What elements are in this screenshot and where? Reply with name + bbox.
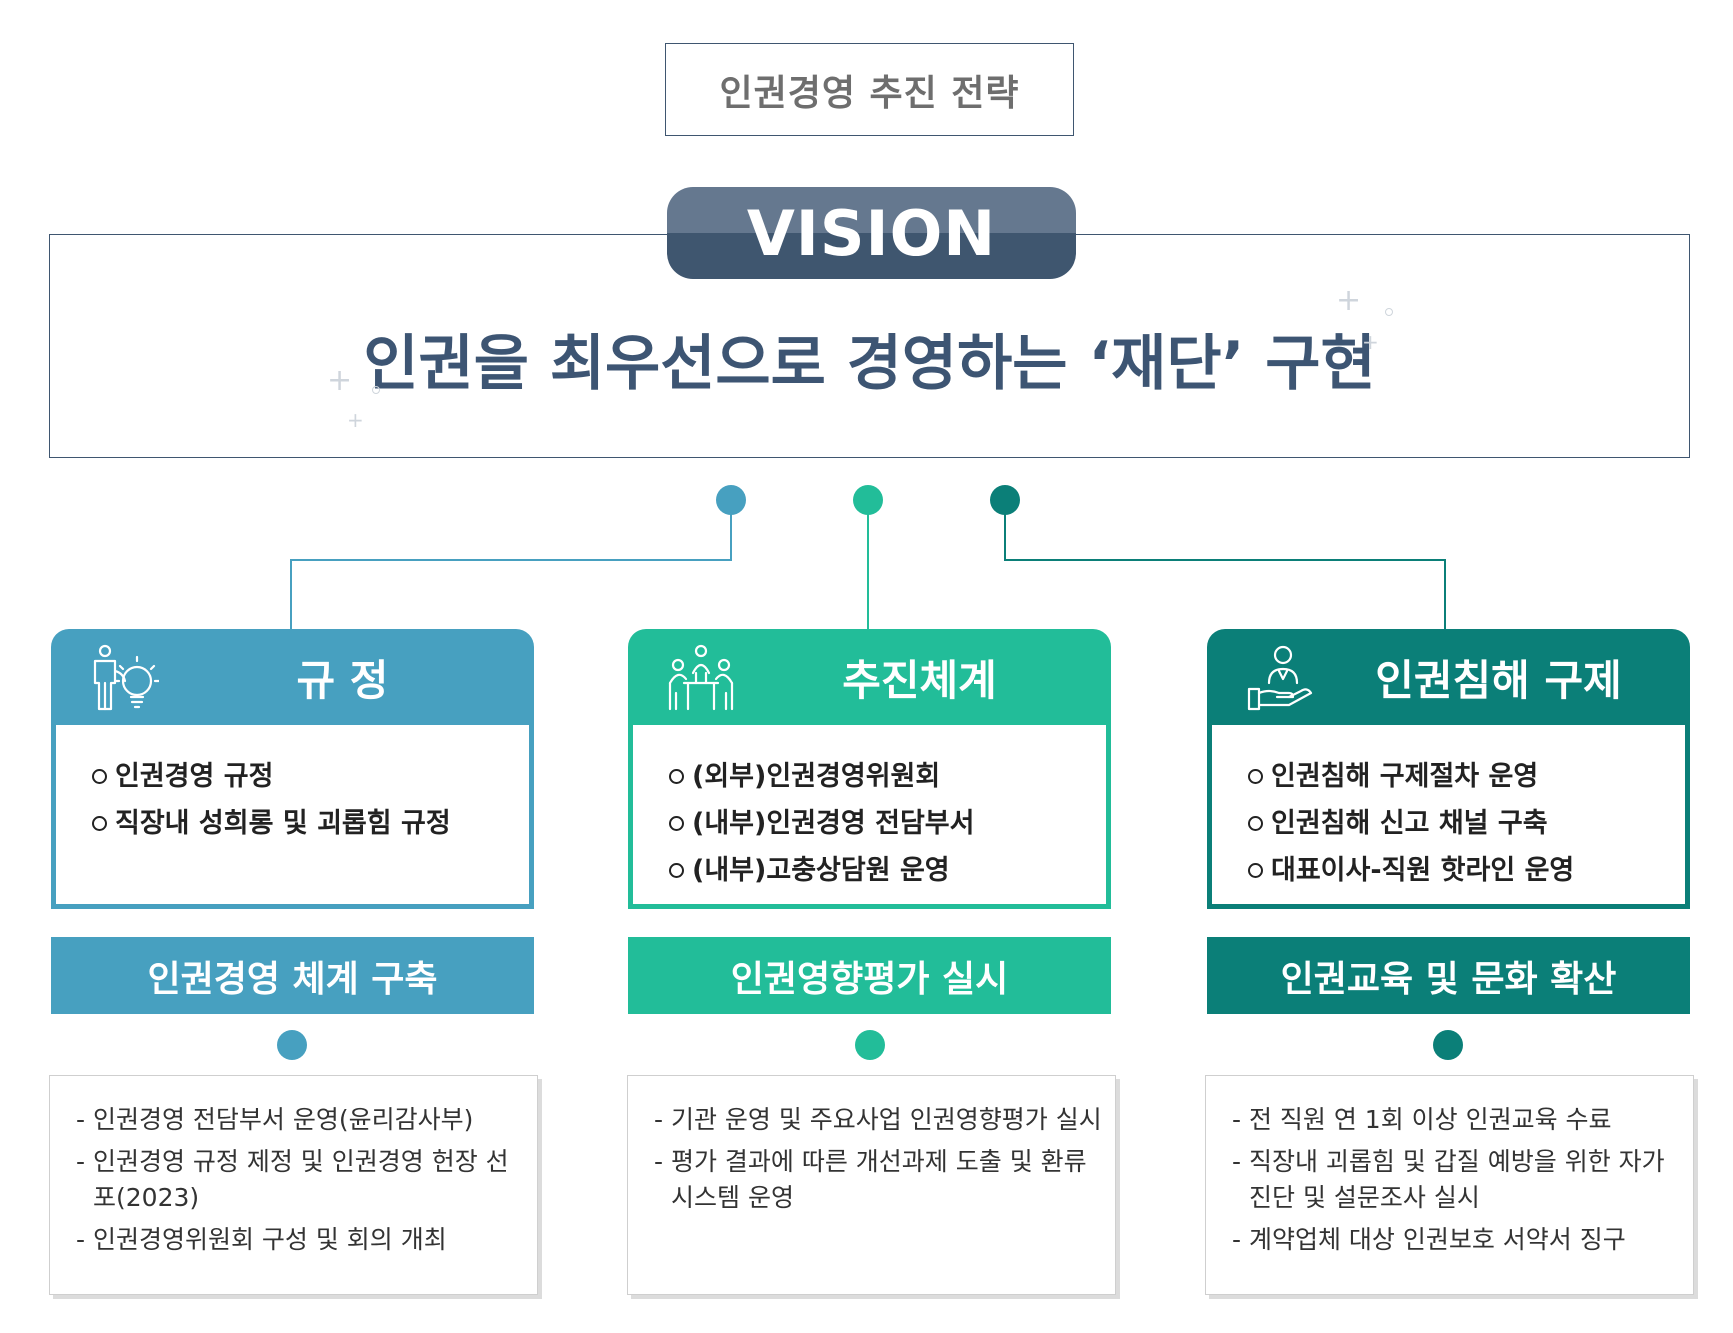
pillar-item: 대표이사-직원 핫라인 운영 [1248, 847, 1685, 894]
bullet-circle-icon [1248, 769, 1263, 784]
detail-item: - 인권경영 전담부서 운영(윤리감사부) [76, 1105, 474, 1134]
pillar-item: 인권침해 구제절차 운영 [1248, 753, 1685, 800]
pillar-item: 직장내 성희롱 및 괴롭힘 규정 [92, 800, 529, 847]
band-dot-teal [1433, 1030, 1463, 1060]
connector-dot-blue [716, 485, 746, 515]
bullet-circle-icon [669, 816, 684, 831]
band-dot-blue [277, 1030, 307, 1060]
person-lightbulb-icon [93, 644, 159, 711]
connector-dot-teal [990, 485, 1020, 515]
connector-dot-green [853, 485, 883, 515]
band-system-build: 인권경영 체계 구축 [51, 937, 534, 1014]
pillar-remedy: 인권침해 구제 인권침해 구제절차 운영 인권침해 신고 채널 구축 대표이사-… [1207, 629, 1690, 909]
vision-badge: VISION [667, 187, 1076, 279]
detail-item: - 인권경영 규정 제정 및 인권경영 헌장 선포(2023) [76, 1147, 509, 1212]
pillar-header: 규 정 [51, 629, 534, 725]
detail-item: - 평가 결과에 따른 개선과제 도출 및 환류 시스템 운영 [654, 1147, 1087, 1212]
bullet-circle-icon [92, 816, 107, 831]
pillar-body: 인권침해 구제절차 운영 인권침해 신고 채널 구축 대표이사-직원 핫라인 운… [1212, 725, 1685, 904]
person-hand-care-icon [1247, 645, 1313, 711]
strategy-title-box: 인권경영 추진 전략 [665, 43, 1074, 136]
band-dot-green [855, 1030, 885, 1060]
bullet-circle-icon [669, 769, 684, 784]
pillar-item: (내부)인권경영 전담부서 [669, 800, 1106, 847]
detail-item: - 계약업체 대상 인권보호 서약서 징구 [1232, 1225, 1626, 1254]
detail-item: - 전 직원 연 1회 이상 인권교육 수료 [1232, 1105, 1612, 1134]
detail-box-system-build: - 인권경영 전담부서 운영(윤리감사부) - 인권경영 규정 제정 및 인권경… [49, 1075, 538, 1295]
sparkle-plus-icon: + [327, 363, 353, 398]
detail-box-impact-assessment: - 기관 운영 및 주요사업 인권영향평가 실시 - 평가 결과에 따른 개선과… [627, 1075, 1116, 1295]
bullet-circle-icon [92, 769, 107, 784]
bullet-circle-icon [1248, 863, 1263, 878]
band-impact-assessment: 인권영향평가 실시 [628, 937, 1111, 1014]
detail-item: - 인권경영위원회 구성 및 회의 개최 [76, 1225, 447, 1254]
sparkle-plus-icon: + [1336, 283, 1362, 318]
bullet-circle-icon [669, 863, 684, 878]
pillar-header: 인권침해 구제 [1207, 629, 1690, 725]
pillar-title: 인권침해 구제 [1375, 655, 1622, 705]
vision-badge-label: VISION [746, 196, 997, 270]
pillar-title: 규 정 [296, 655, 389, 705]
sparkle-plus-icon: + [347, 408, 364, 432]
strategy-title: 인권경영 추진 전략 [719, 72, 1020, 114]
pillar-body: (외부)인권경영위원회 (내부)인권경영 전담부서 (내부)고충상담원 운영 [633, 725, 1106, 904]
vision-statement: 인권을 최우선으로 경영하는 ‘재단’ 구현 [363, 328, 1376, 399]
pillar-system: 추진체계 (외부)인권경영위원회 (내부)인권경영 전담부서 (내부)고충상담원… [628, 629, 1111, 909]
sparkle-plus-icon: + [1362, 330, 1379, 354]
band-education-culture: 인권교육 및 문화 확산 [1207, 937, 1690, 1014]
pillar-title: 추진체계 [842, 655, 997, 705]
sparkle-ring-icon [1385, 308, 1393, 316]
pillar-item: (외부)인권경영위원회 [669, 753, 1106, 800]
sparkle-ring-icon [372, 386, 380, 394]
detail-item: - 직장내 괴롭힘 및 갑질 예방을 위한 자가진단 및 설문조사 실시 [1232, 1147, 1665, 1212]
detail-item: - 기관 운영 및 주요사업 인권영향평가 실시 [654, 1105, 1102, 1134]
pillar-item: (내부)고충상담원 운영 [669, 847, 1106, 894]
pillar-regulation: 규 정 인권경영 규정 직장내 성희롱 및 괴롭힘 규정 [51, 629, 534, 909]
pillar-item: 인권침해 신고 채널 구축 [1248, 800, 1685, 847]
meeting-people-icon [668, 644, 734, 711]
pillar-item: 인권경영 규정 [92, 753, 529, 800]
pillar-header: 추진체계 [628, 629, 1111, 725]
pillar-body: 인권경영 규정 직장내 성희롱 및 괴롭힘 규정 [56, 725, 529, 904]
bullet-circle-icon [1248, 816, 1263, 831]
detail-box-education-culture: - 전 직원 연 1회 이상 인권교육 수료 - 직장내 괴롭힘 및 갑질 예방… [1205, 1075, 1694, 1295]
